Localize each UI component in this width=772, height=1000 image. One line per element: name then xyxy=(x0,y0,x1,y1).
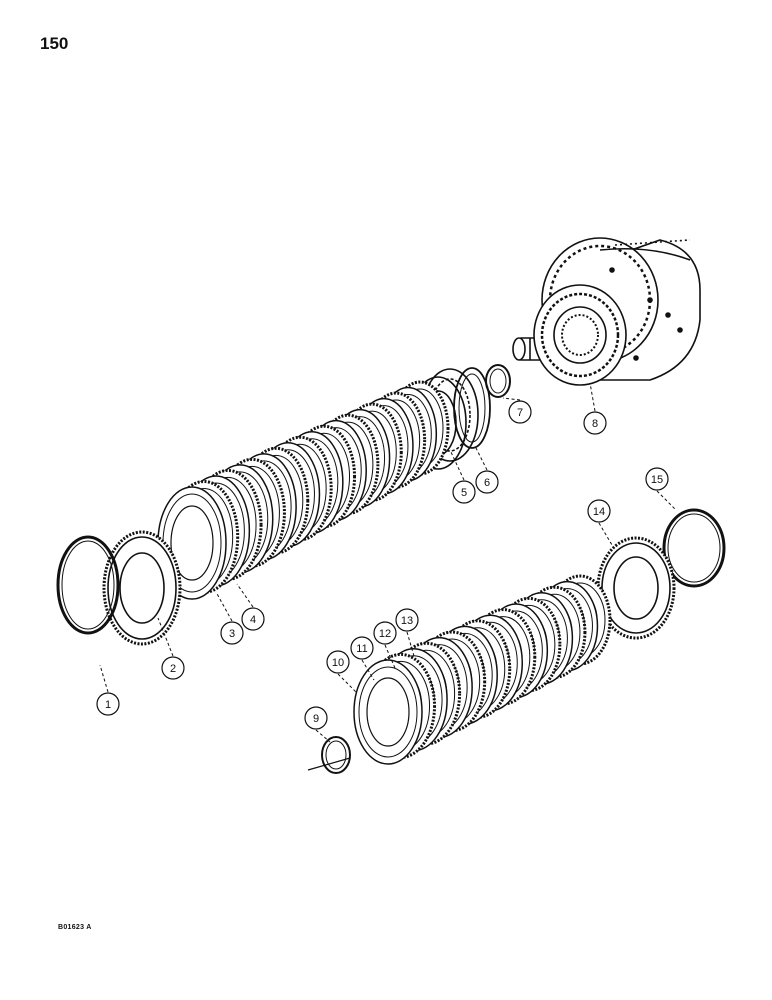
callout-circle xyxy=(645,467,669,491)
callout-leader-line xyxy=(589,382,596,412)
small-snap-ring-lower xyxy=(307,736,351,774)
callout-circle xyxy=(350,636,374,660)
callout-leader-line xyxy=(361,659,375,681)
callout-circle xyxy=(475,470,499,494)
callout-circle xyxy=(395,608,419,632)
callout-number: 14 xyxy=(593,506,605,518)
callout-leader-line xyxy=(384,644,396,669)
callout-9: 9 xyxy=(304,706,331,743)
small-snap-ring-upper xyxy=(485,364,511,398)
callout-number: 8 xyxy=(592,418,598,430)
callout-circle xyxy=(452,480,476,504)
callout-number: 13 xyxy=(401,615,413,627)
upper-backing-plate xyxy=(102,530,182,646)
callout-number: 6 xyxy=(484,477,490,489)
callout-8: 8 xyxy=(583,382,607,435)
callout-leader-line xyxy=(449,449,465,481)
callout-3: 3 xyxy=(215,591,244,645)
callout-5: 5 xyxy=(449,449,476,504)
callout-12: 12 xyxy=(373,621,397,669)
callout-circle xyxy=(508,400,532,424)
callout-number: 3 xyxy=(229,628,235,640)
callout-leader-line xyxy=(215,591,233,622)
callout-6: 6 xyxy=(475,447,499,494)
callout-number: 15 xyxy=(651,474,663,486)
callout-circle xyxy=(304,706,328,730)
upper-clutch-disc-stack xyxy=(157,380,450,600)
figure-code: B01623 A xyxy=(58,924,92,931)
callout-number: 12 xyxy=(379,628,391,640)
callout-leader-line xyxy=(406,631,415,657)
lower-clutch-disc-face xyxy=(358,666,418,758)
callout-leader-line xyxy=(99,664,109,693)
callout-10: 10 xyxy=(326,650,357,693)
callout-circle xyxy=(161,656,185,680)
callout-4: 4 xyxy=(236,583,265,631)
callout-leader-line xyxy=(337,673,357,693)
callout-leader-line xyxy=(157,617,174,657)
thrust-washer-part xyxy=(453,367,491,449)
callout-number: 11 xyxy=(356,643,367,655)
callout-2: 2 xyxy=(157,617,185,680)
callout-number: 5 xyxy=(461,487,467,499)
callout-14: 14 xyxy=(587,499,613,546)
upper-clutch-disc-bore xyxy=(170,505,214,581)
callout-circle xyxy=(96,692,120,716)
callout-circle xyxy=(220,621,244,645)
large-snap-ring-upper xyxy=(56,535,120,635)
callout-circle xyxy=(326,650,350,674)
callout-circle xyxy=(587,499,611,523)
lower-backing-plate xyxy=(596,536,676,640)
callout-number: 2 xyxy=(170,663,176,675)
clutch-drum-part xyxy=(512,237,701,386)
lower-clutch-disc-stack xyxy=(353,574,612,765)
page-number: 150 xyxy=(40,34,69,53)
large-snap-ring-lower xyxy=(662,508,726,588)
callout-7: 7 xyxy=(502,397,532,424)
callout-leader-line xyxy=(236,583,254,608)
callout-number: 10 xyxy=(332,657,344,669)
callout-number: 7 xyxy=(517,407,523,419)
lower-clutch-disc-bore xyxy=(366,677,410,747)
callout-number: 9 xyxy=(313,713,319,725)
callout-leader-line xyxy=(598,522,613,546)
callout-13: 13 xyxy=(395,608,419,657)
callout-leader-line xyxy=(502,397,521,401)
callout-number: 1 xyxy=(105,699,111,711)
callout-circle xyxy=(241,607,265,631)
callout-number: 4 xyxy=(250,614,256,626)
callout-circle xyxy=(373,621,397,645)
callout-11: 11 xyxy=(350,636,375,681)
callout-leader-line xyxy=(656,490,677,511)
callout-circle xyxy=(583,411,607,435)
callout-1: 1 xyxy=(96,664,120,716)
callout-15: 15 xyxy=(645,467,677,511)
callout-leader-line xyxy=(475,447,488,471)
